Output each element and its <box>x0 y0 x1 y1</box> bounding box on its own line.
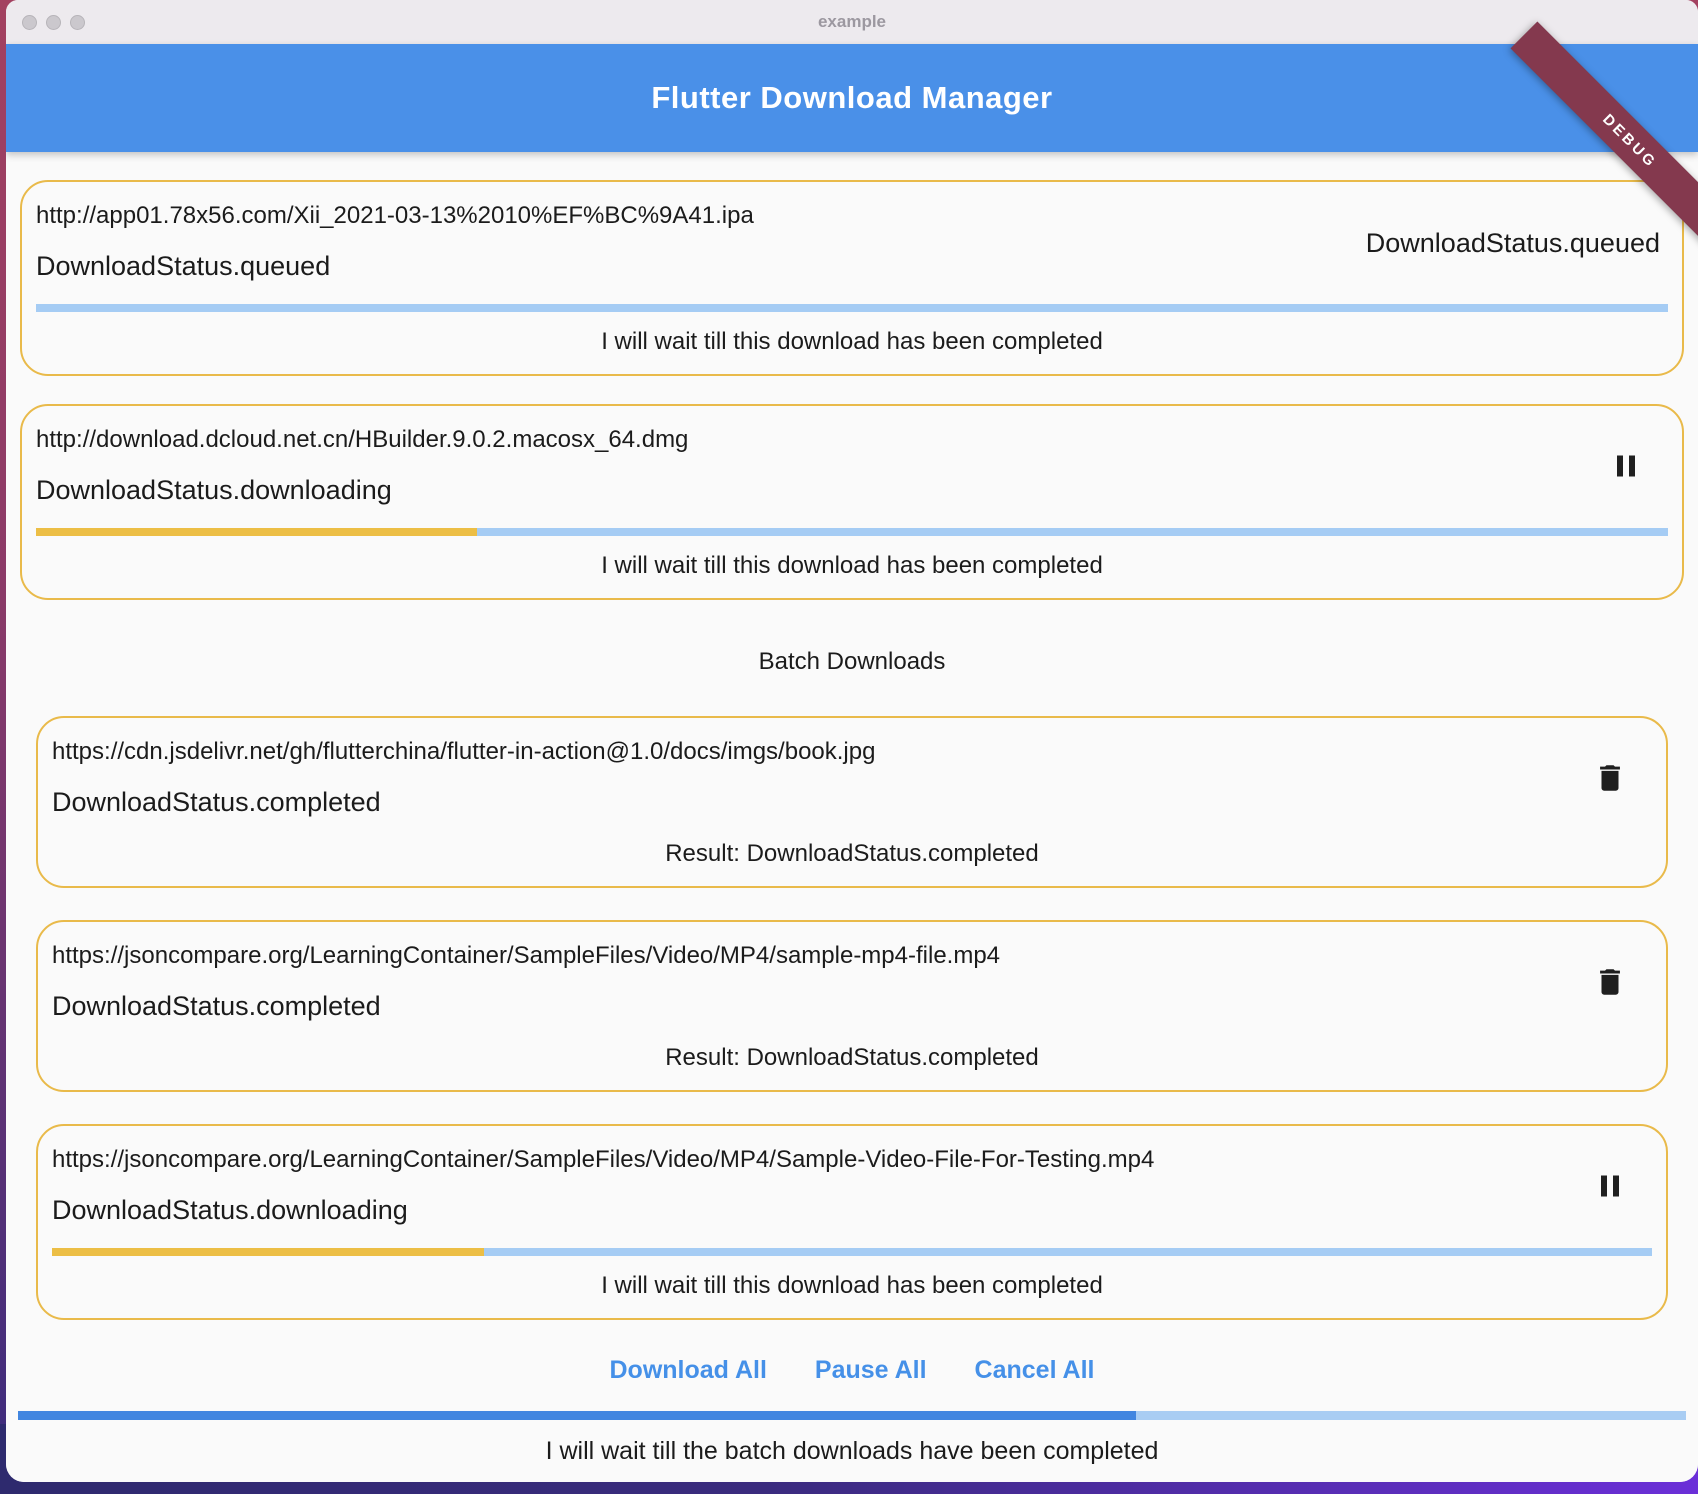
zoom-window-button[interactable] <box>70 14 85 30</box>
batch-download-card: https://jsoncompare.org/LearningContaine… <box>36 1124 1668 1320</box>
cancel-all-button[interactable]: Cancel All <box>969 1352 1101 1389</box>
app-bar: Flutter Download Manager <box>6 44 1698 152</box>
download-caption: I will wait till this download has been … <box>601 1272 1103 1299</box>
download-status: DownloadStatus.completed <box>52 787 381 817</box>
download-caption: I will wait till this download has been … <box>601 552 1103 579</box>
batch-download-card: https://jsoncompare.org/LearningContaine… <box>36 920 1668 1092</box>
pause-all-button[interactable]: Pause All <box>809 1352 933 1389</box>
download-status: DownloadStatus.downloading <box>52 1195 408 1225</box>
progress-fill <box>52 1248 484 1256</box>
delete-button[interactable] <box>1582 751 1638 807</box>
progress-fill <box>36 528 477 536</box>
download-url: https://jsoncompare.org/LearningContaine… <box>52 1146 1155 1173</box>
download-url: http://download.dcloud.net.cn/HBuilder.9… <box>36 426 689 453</box>
download-list: http://app01.78x56.com/Xii_2021-03-13%20… <box>6 152 1698 1482</box>
download-card: http://download.dcloud.net.cn/HBuilder.9… <box>20 404 1684 600</box>
download-result-caption: Result: DownloadStatus.completed <box>665 1044 1039 1071</box>
pause-icon <box>1608 448 1644 487</box>
download-caption: I will wait till this download has been … <box>601 328 1103 355</box>
batch-progress-bar <box>18 1411 1686 1420</box>
batch-download-card: https://cdn.jsdelivr.net/gh/flutterchina… <box>36 716 1668 888</box>
delete-icon <box>1593 965 1627 1002</box>
download-status: DownloadStatus.queued <box>36 251 331 281</box>
download-status-right-label: DownloadStatus.queued <box>1365 227 1660 258</box>
app-window: example Flutter Download Manager DEBUG h… <box>6 0 1698 1482</box>
window-title: example <box>817 12 887 31</box>
download-all-button[interactable]: Download All <box>604 1352 773 1389</box>
download-url: http://app01.78x56.com/Xii_2021-03-13%20… <box>36 202 754 229</box>
batch-progress-fill <box>18 1411 1136 1420</box>
batch-downloads-heading: Batch Downloads <box>758 648 946 675</box>
page-title: Flutter Download Manager <box>651 80 1053 115</box>
batch-actions: Download All Pause All Cancel All <box>20 1352 1684 1389</box>
download-progress-bar <box>36 528 1668 536</box>
download-result-caption: Result: DownloadStatus.completed <box>665 840 1039 867</box>
download-status: DownloadStatus.downloading <box>36 475 392 505</box>
download-url: https://jsoncompare.org/LearningContaine… <box>52 942 1001 969</box>
delete-button[interactable] <box>1582 955 1638 1011</box>
pause-button[interactable] <box>1598 439 1654 495</box>
minimize-window-button[interactable] <box>46 14 61 30</box>
close-window-button[interactable] <box>22 14 37 30</box>
download-progress-bar <box>36 304 1668 312</box>
download-card: http://app01.78x56.com/Xii_2021-03-13%20… <box>20 180 1684 376</box>
titlebar: example <box>6 0 1698 44</box>
traffic-lights <box>22 0 85 44</box>
download-url: https://cdn.jsdelivr.net/gh/flutterchina… <box>52 738 876 765</box>
pause-button[interactable] <box>1582 1159 1638 1215</box>
download-progress-bar <box>52 1248 1652 1256</box>
delete-icon <box>1593 761 1627 798</box>
pause-icon <box>1592 1168 1628 1207</box>
batch-caption: I will wait till the batch downloads hav… <box>545 1437 1159 1465</box>
download-status: DownloadStatus.completed <box>52 991 381 1021</box>
